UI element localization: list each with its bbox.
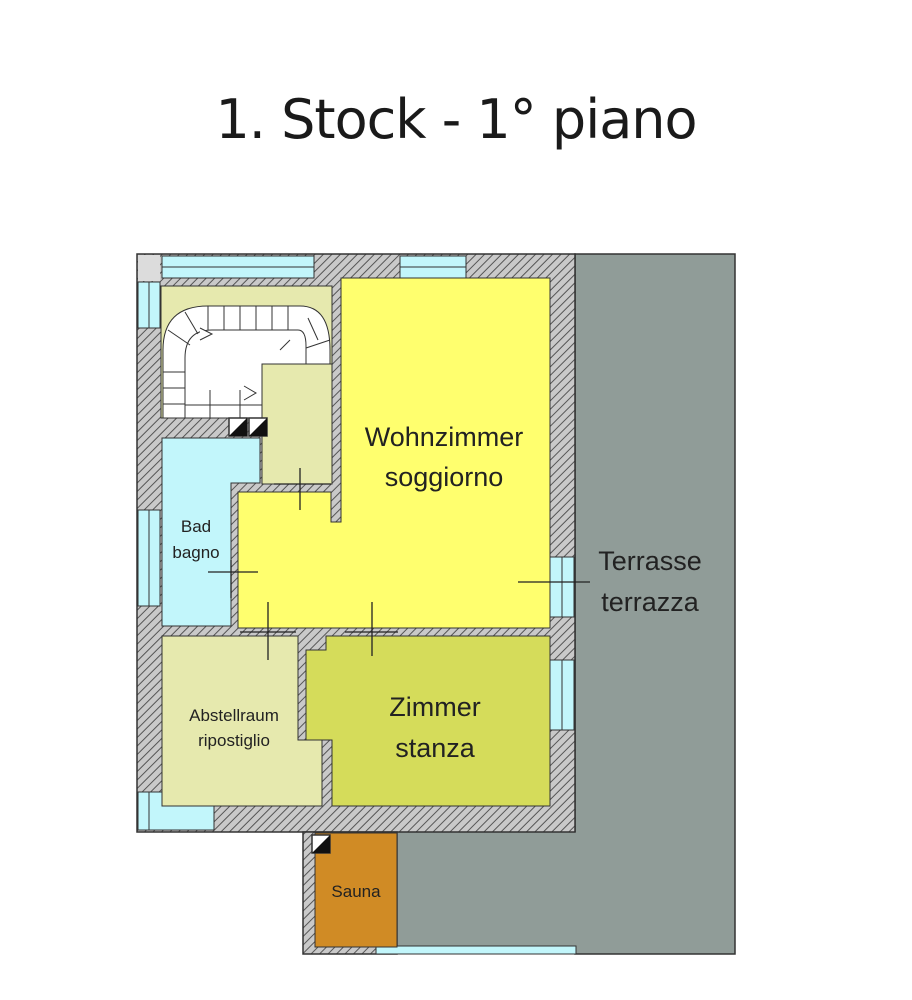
window-sauna-bottom — [375, 945, 577, 955]
terrace-area-lower — [397, 832, 577, 952]
label-bad: Bad — [181, 517, 211, 536]
label-sauna: Sauna — [331, 882, 381, 901]
terrace-area — [574, 253, 736, 955]
label-soggiorno: soggiorno — [385, 462, 504, 492]
label-terrasse: Terrasse — [598, 546, 702, 576]
room-wohnzimmer — [237, 277, 551, 629]
label-stanza: stanza — [395, 733, 476, 763]
label-ripostiglio: ripostiglio — [198, 731, 270, 750]
sauna-stove-icon — [311, 834, 331, 854]
label-wohnzimmer: Wohnzimmer — [365, 422, 524, 452]
stairs-landing — [261, 363, 333, 485]
staircase — [162, 305, 331, 419]
room-bad — [161, 437, 261, 627]
label-abstellraum: Abstellraum — [189, 706, 279, 725]
label-terrazza: terrazza — [601, 587, 700, 617]
door-markers — [208, 468, 590, 660]
plan-title: 1. Stock - 1° piano — [215, 88, 697, 151]
chimney-icon — [228, 417, 268, 437]
room-zimmer — [305, 635, 551, 807]
corner-block — [138, 255, 160, 281]
label-bagno: bagno — [172, 543, 219, 562]
label-zimmer: Zimmer — [389, 692, 480, 722]
